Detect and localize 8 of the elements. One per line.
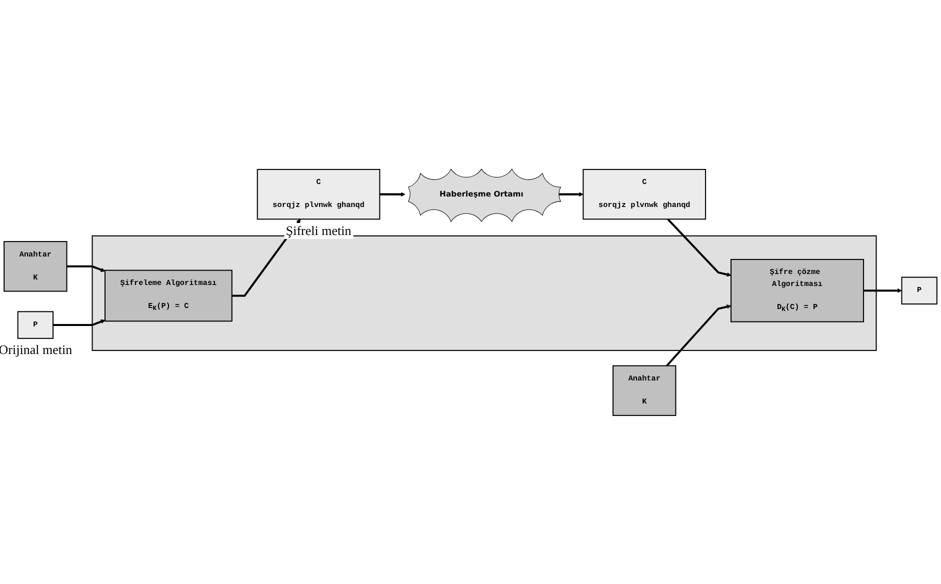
arrow: [667, 218, 732, 276]
caption-text: Şifreli metin: [284, 222, 354, 239]
arrow: [558, 192, 584, 196]
arrow: [66, 265, 106, 272]
arrow: [666, 304, 732, 366]
arrow: [53, 319, 106, 326]
arrow: [380, 192, 406, 196]
arrow: [864, 288, 902, 293]
